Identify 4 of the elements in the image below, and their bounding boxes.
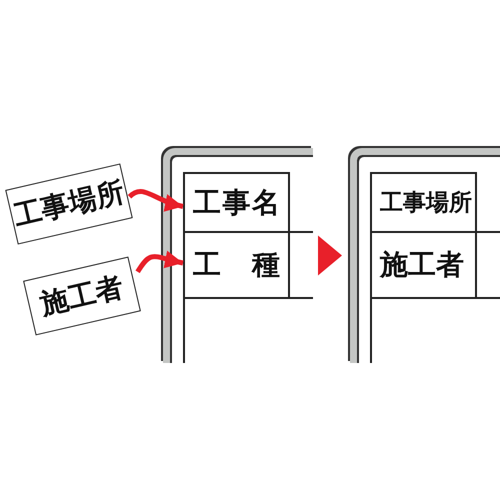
signboard xyxy=(350,148,500,363)
sticker-label: 工事場所 xyxy=(5,163,133,245)
chevron-arrow xyxy=(318,236,342,276)
sticker-label: 施工者 xyxy=(23,256,141,336)
